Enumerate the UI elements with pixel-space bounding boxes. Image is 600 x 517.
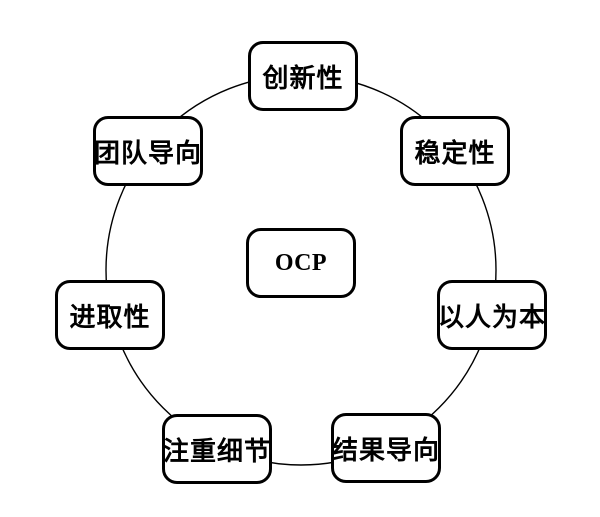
node-ocp-center: OCP xyxy=(246,228,356,298)
node-attention-to-detail: 注重细节 xyxy=(162,414,272,484)
node-innovation: 创新性 xyxy=(248,41,358,111)
node-team-oriented-label: 团队导向 xyxy=(94,138,203,168)
node-attention-to-detail-label: 注重细节 xyxy=(163,436,272,466)
node-enterprising: 进取性 xyxy=(55,280,165,350)
node-people-first: 以人为本 xyxy=(437,280,547,350)
node-results-oriented: 结果导向 xyxy=(331,413,441,483)
node-stability-label: 稳定性 xyxy=(414,138,496,168)
node-stability: 稳定性 xyxy=(400,116,510,186)
node-people-first-label: 以人为本 xyxy=(438,302,547,332)
node-enterprising-label: 进取性 xyxy=(69,302,151,332)
node-results-oriented-label: 结果导向 xyxy=(332,435,441,465)
node-ocp-center-label: OCP xyxy=(274,249,328,276)
node-team-oriented: 团队导向 xyxy=(93,116,203,186)
node-innovation-label: 创新性 xyxy=(262,63,344,93)
